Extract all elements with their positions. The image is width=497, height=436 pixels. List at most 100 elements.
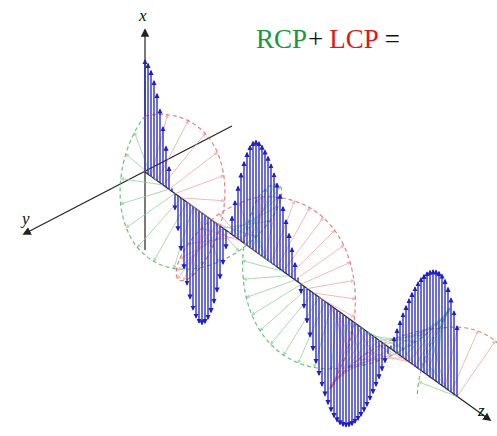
field-vector [147, 64, 148, 174]
field-vector [306, 289, 307, 323]
z-axis [145, 172, 490, 420]
field-vector [162, 127, 163, 185]
field-vector [411, 293, 412, 364]
field-vector [255, 141, 256, 252]
field-vector [375, 338, 376, 386]
field-vector [210, 220, 211, 313]
field-vector [300, 284, 301, 293]
field-vector [216, 224, 217, 292]
field-vector [267, 157, 268, 261]
field-vector [279, 195, 280, 270]
field-vector [399, 321, 400, 356]
lcp-label: LCP [329, 26, 379, 53]
field-vector [378, 340, 379, 378]
field-vector [330, 306, 331, 411]
rcp-vector [424, 360, 451, 393]
lcp-vector [145, 115, 495, 397]
field-vector [369, 334, 370, 400]
field-vector [390, 346, 391, 350]
field-vector [207, 217, 208, 319]
field-vector [312, 293, 313, 350]
field-vector [417, 282, 418, 368]
field-vector [183, 200, 184, 268]
lcp-vector [181, 198, 225, 201]
field-vector [426, 272, 427, 375]
field-vector [357, 325, 358, 420]
equals-sign: = [385, 26, 400, 53]
field-vector [192, 207, 193, 310]
field-vector [240, 173, 241, 241]
field-vector [231, 217, 232, 235]
field-vector [213, 222, 214, 303]
lcp-vector [307, 280, 354, 288]
rcp-vector [243, 276, 289, 279]
circular-components [120, 114, 497, 397]
field-vector [294, 263, 295, 280]
field-vector [384, 345, 385, 363]
field-vector [381, 343, 382, 371]
rcp-vector [126, 154, 157, 181]
lcp-vector [451, 331, 478, 392]
field-vector [288, 234, 289, 276]
field-vector [201, 213, 202, 324]
field-vector [324, 302, 325, 396]
field-vector [402, 313, 403, 357]
field-vector [165, 146, 166, 187]
field-vector [405, 306, 406, 360]
field-vector [348, 319, 349, 427]
field-vector [372, 336, 373, 393]
field-vector [258, 142, 259, 254]
field-vector [189, 204, 190, 298]
rcp-vector [126, 194, 175, 228]
field-vector [360, 328, 361, 416]
field-vector [393, 337, 394, 351]
lcp-vector [301, 262, 350, 284]
lcp-vector [169, 152, 217, 189]
field-vector [414, 287, 415, 366]
field-vector [198, 211, 199, 323]
field-vector [396, 329, 397, 353]
field-vector [273, 173, 274, 265]
field-vector [432, 270, 433, 379]
field-vector [222, 228, 223, 264]
rcp-vector [260, 289, 307, 331]
field-vector [264, 150, 265, 258]
field-vector [435, 270, 436, 381]
lcp-vector [175, 176, 224, 194]
field-vector [303, 286, 304, 307]
field-vector [186, 202, 187, 285]
field-vector [354, 323, 355, 423]
lcp-vector [325, 302, 352, 335]
field-vector [261, 146, 262, 257]
rcp-vector [154, 202, 187, 261]
field-vector [429, 271, 430, 378]
field-vector [318, 297, 319, 375]
axis-label: x [139, 7, 147, 24]
field-vector [144, 60, 145, 172]
field-vector [420, 278, 421, 371]
field-vector [438, 272, 439, 384]
field-vector [171, 188, 172, 191]
field-vector [237, 186, 238, 238]
field-vector [153, 81, 154, 179]
helix-trace [145, 114, 497, 388]
rcp-label: RCP [256, 26, 307, 53]
field-vector [168, 167, 169, 189]
lcp-vector [289, 230, 335, 275]
field-vector [219, 226, 220, 278]
field-vector [177, 196, 178, 231]
field-vector [246, 153, 247, 246]
rcp-vector [121, 189, 169, 204]
field-vector [159, 109, 160, 182]
field-vector [351, 321, 352, 425]
field-vector [387, 347, 388, 354]
field-vector [408, 299, 409, 362]
coordinate-axes [24, 30, 490, 420]
field-vector [225, 230, 226, 248]
field-vector [309, 291, 310, 337]
field-vector [363, 330, 364, 412]
field-vector [282, 207, 283, 271]
field-vector [270, 164, 271, 262]
lcp-vector [295, 245, 344, 280]
